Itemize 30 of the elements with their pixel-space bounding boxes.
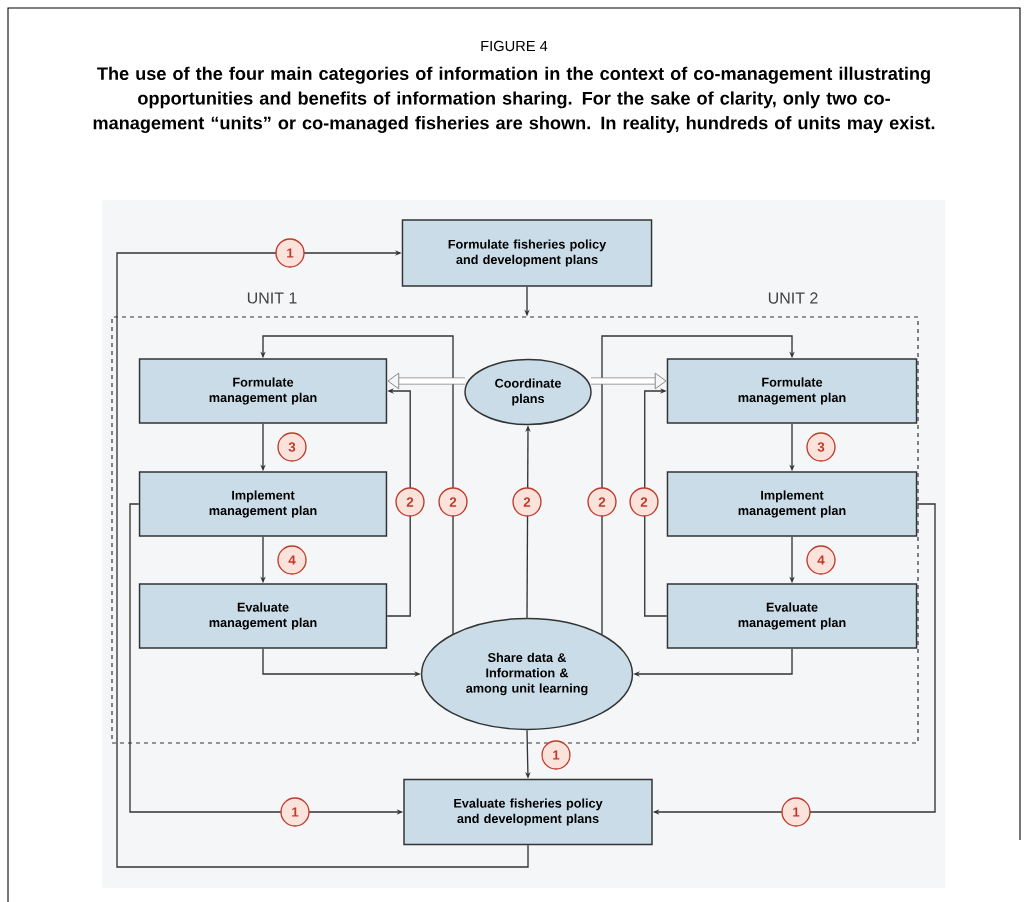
figure-title: FIGURE 4 — [481, 40, 548, 52]
edge-label: 4 — [806, 545, 836, 575]
edge-label: 2 — [438, 487, 468, 517]
block-arrow — [387, 372, 465, 390]
node-label: UNIT 2 — [768, 292, 818, 304]
edge-label: 4 — [277, 545, 307, 575]
edge-label: 1 — [781, 797, 811, 827]
edge-label: 3 — [806, 432, 836, 462]
process-box: Formulate management plan — [138, 358, 388, 424]
edge-label: 2 — [587, 487, 617, 517]
arrow — [601, 335, 795, 635]
process-box: Formulate fisheries policy and development plans — [401, 219, 653, 287]
process-box: Evaluate management plan — [138, 583, 388, 649]
node-label: UNIT 1 — [247, 292, 297, 304]
block-arrow — [591, 372, 667, 390]
process-box: Implement management plan — [666, 471, 918, 537]
arrow — [116, 250, 529, 868]
process-box: Formulate management plan — [666, 358, 918, 424]
arrow — [644, 388, 668, 617]
edge-label: 3 — [277, 432, 307, 462]
edge-label: 1 — [275, 238, 305, 268]
figure-caption: The use of the four main categories of information in the context of co-management illustrating opportunities and benefits of information sharing. For the sake of clarity, only two co-management “units” or co-managed fisheries are shown. In reality, hundreds of units may exist. — [93, 66, 935, 134]
edge-label: 1 — [541, 740, 571, 770]
edge-label: 2 — [512, 487, 542, 517]
edge-label: 2 — [629, 487, 659, 517]
edge-label: 2 — [395, 487, 425, 517]
process-box: Evaluate fisheries policy and development plans — [403, 778, 653, 846]
process-box: Evaluate management plan — [666, 583, 918, 649]
process-box: Implement management plan — [138, 471, 388, 537]
edge-label: 1 — [280, 797, 310, 827]
